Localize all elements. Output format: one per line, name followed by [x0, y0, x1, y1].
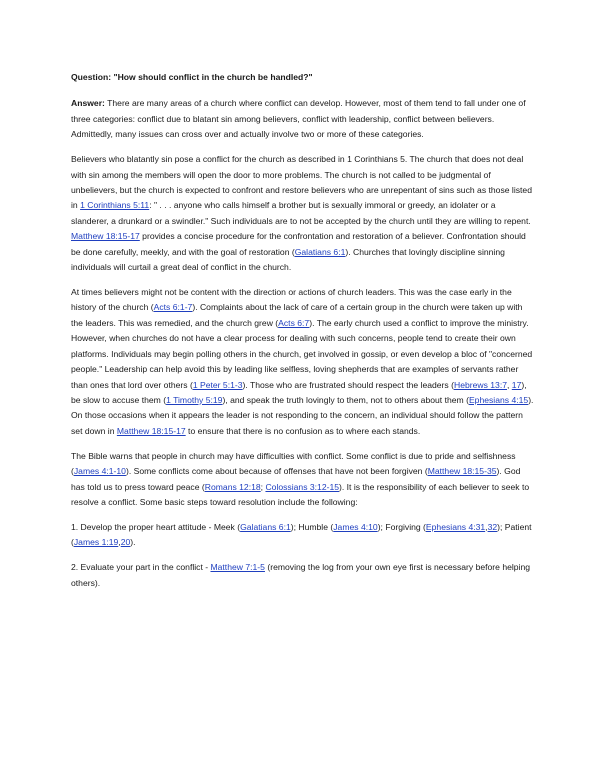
body-text: ). It is the responsibility of each beli… — [71, 481, 530, 507]
body-text: ). Complaints about the lack of care of … — [71, 302, 523, 328]
body-text: ). On those occasions when it appears th… — [71, 394, 534, 436]
step-1-heart-attitude: 1. Develop the proper heart attitude - M… — [71, 520, 534, 551]
answer-label: Answer: — [71, 98, 105, 109]
body-text: Believers who blatantly sin pose a confl… — [71, 154, 532, 211]
body-text: ; — [260, 481, 266, 492]
body-text: ); Humble ( — [290, 521, 334, 532]
scripture-link[interactable]: Matthew 18:15-17 — [71, 231, 140, 242]
scripture-link[interactable]: Galatians 6:1 — [240, 521, 291, 532]
step-2-evaluate: 2. Evaluate your part in the conflict - … — [71, 560, 534, 591]
paragraph-leadership: At times believers might not be content … — [71, 285, 534, 439]
scripture-link[interactable]: 20 — [120, 537, 131, 548]
scripture-link[interactable]: Ephesians 4:15 — [468, 394, 529, 405]
body-text: to ensure that there is no confusion as … — [185, 425, 421, 436]
scripture-link[interactable]: Ephesians 4:31 — [425, 521, 486, 532]
paragraph-blatant-sin: Believers who blatantly sin pose a confl… — [71, 152, 534, 275]
body-text: , — [485, 521, 488, 532]
paragraph-body: There are many areas of a church where c… — [71, 98, 526, 139]
body-text: ). The early church used a conflict to i… — [71, 317, 533, 390]
scripture-link[interactable]: 1 Peter 5:1-3 — [192, 379, 243, 390]
paragraph-intro: Answer: There are many areas of a church… — [71, 96, 534, 142]
body-text: 1. Develop the proper heart attitude - M… — [71, 521, 241, 532]
scripture-link[interactable]: James 1:19 — [73, 537, 119, 548]
scripture-link[interactable]: James 4:10 — [333, 521, 378, 532]
question-heading: Question: "How should conflict in the ch… — [71, 72, 313, 82]
paragraph-between-believers: The Bible warns that people in church ma… — [71, 449, 534, 511]
scripture-link[interactable]: 1 Timothy 5:19 — [166, 394, 223, 405]
body-text: ), and speak the truth lovingly to them,… — [222, 394, 469, 405]
body-text: ). Some conflicts come about because of … — [125, 466, 428, 477]
body-text: The Bible warns that people in church ma… — [71, 450, 516, 477]
body-text: There are many areas of a church where c… — [71, 98, 526, 140]
body-text: (removing the log from your own eye firs… — [71, 562, 531, 588]
body-text: At times believers might not be content … — [71, 287, 512, 313]
scripture-link[interactable]: Hebrews 13:7 — [453, 379, 508, 390]
body-text: , — [118, 537, 121, 548]
scripture-link[interactable]: Colossians 3:12-15 — [265, 481, 340, 492]
body-text: provides a concise procedure for the con… — [71, 231, 526, 257]
scripture-link[interactable]: Matthew 7:1-5 — [210, 562, 265, 573]
body-text: ); Patient ( — [71, 521, 532, 548]
scripture-link[interactable]: James 4:1-10 — [73, 466, 126, 477]
body-text: , — [507, 379, 512, 390]
scripture-link[interactable]: Romans 12:18 — [204, 481, 261, 492]
body-text: ), be slow to accuse them ( — [71, 379, 527, 405]
body-text: ). — [130, 537, 136, 548]
scripture-link[interactable]: Acts 6:1-7 — [153, 302, 193, 313]
body-text: ). God has told us to press toward peace… — [71, 466, 521, 492]
scripture-link[interactable]: Matthew 18:15-35 — [427, 466, 497, 477]
body-text: 2. Evaluate your part in the conflict - — [71, 562, 211, 573]
body-text: ). Those who are frustrated should respe… — [242, 379, 454, 390]
scripture-link[interactable]: 17 — [511, 379, 522, 390]
scripture-link[interactable]: Matthew 18:15-17 — [116, 425, 186, 436]
scripture-link[interactable]: 1 Corinthians 5:11 — [80, 200, 150, 211]
scripture-link[interactable]: Galatians 6:1 — [294, 246, 346, 257]
body-text: : " . . . anyone who calls himself a bro… — [71, 200, 531, 226]
body-text: ); Forgiving ( — [377, 521, 426, 532]
scripture-link[interactable]: Acts 6:7 — [278, 317, 310, 328]
body-text: ). Churches that lovingly discipline sin… — [71, 246, 505, 273]
scripture-link[interactable]: 32 — [487, 521, 498, 532]
